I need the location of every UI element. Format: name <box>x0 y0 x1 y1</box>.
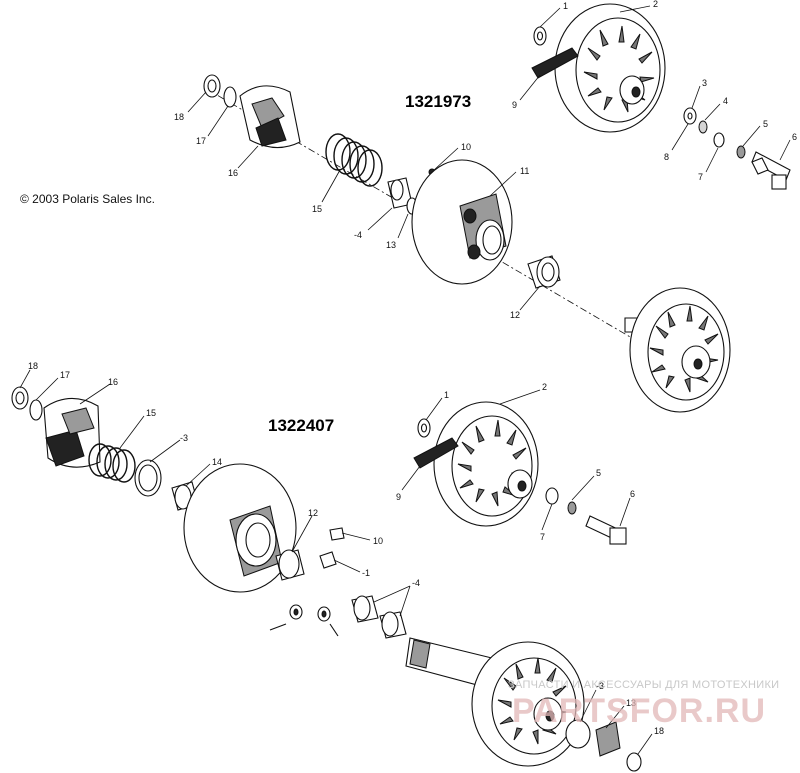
part-ring-17 <box>223 86 237 108</box>
callout-bot-1: 1 <box>444 390 449 400</box>
callout-bot-7: 7 <box>540 532 545 542</box>
callout-top-18: 18 <box>174 112 184 122</box>
part-nut-5 <box>736 145 746 159</box>
callout-bot-3a: -3 <box>180 433 188 443</box>
watermark-brand: PARTSFOR.RU <box>512 692 766 730</box>
callout-top-16: 16 <box>228 168 238 178</box>
callout-top-15: 15 <box>312 204 322 214</box>
callout-bot-6: 6 <box>630 489 635 499</box>
copyright-notice: © 2003 Polaris Sales Inc. <box>20 192 155 206</box>
part-clip-18c <box>626 752 642 772</box>
part-sheave-11 <box>411 159 513 285</box>
callout-top-9: 9 <box>512 100 517 110</box>
part-spring-15b <box>88 443 136 483</box>
part-washer-7 <box>713 132 725 148</box>
part-washer-4 <box>698 120 708 134</box>
callout-bot-12: 12 <box>308 508 318 518</box>
part-ring-17b <box>29 399 43 421</box>
callout-bot-13: 13 <box>626 698 636 708</box>
callout-bot-17: 17 <box>60 370 70 380</box>
callout-bot-1a: -1 <box>362 568 370 578</box>
callout-top-13: 13 <box>386 240 396 250</box>
part-bushing-4b <box>351 595 407 639</box>
part-fixed-sheave-b <box>471 641 585 767</box>
part-washer-7b <box>545 487 559 505</box>
callout-bot-3b: -3 <box>596 681 604 691</box>
callout-bot-16: 16 <box>108 377 118 387</box>
callout-top-10: 10 <box>461 142 471 152</box>
callout-top-1: 1 <box>563 1 568 11</box>
callout-bot-2: 2 <box>542 382 547 392</box>
callout-top-5: 5 <box>763 119 768 129</box>
part-spider-16b <box>43 397 101 468</box>
top-assembly: 1 2 3 4 5 6 7 8 9 10 11 12 13 -4 15 16 1… <box>20 0 797 413</box>
part-ring-3c <box>565 719 591 749</box>
part-retainer-13 <box>595 721 621 757</box>
callout-top-2: 2 <box>653 0 658 9</box>
part-bolt-6b <box>585 515 627 545</box>
part-nut-5b <box>567 501 577 515</box>
callout-top-4: 4 <box>723 96 728 106</box>
part-bushing-4 <box>387 177 413 209</box>
callout-bot-14: 14 <box>212 457 222 467</box>
watermark: ЗАПЧАСТИ И АКСЕССУАРЫ ДЛЯ МОТОТЕХНИКИ PA… <box>508 679 779 730</box>
callout-bot-18b: 18 <box>654 726 664 736</box>
callout-top-12: 12 <box>510 310 520 320</box>
part-spring-15 <box>325 133 383 187</box>
part-sheave-2 <box>554 3 666 133</box>
callout-bot-5: 5 <box>596 468 601 478</box>
callout-top-3: 3 <box>702 78 707 88</box>
part-bolt-6 <box>751 151 791 190</box>
part-shaft <box>405 637 501 691</box>
callout-top-6: 6 <box>792 132 797 142</box>
part-weight-9b <box>413 437 459 469</box>
part-roller-1b <box>319 551 337 569</box>
callout-top-14: -4 <box>354 230 362 240</box>
watermark-tagline: ЗАПЧАСТИ И АКСЕССУАРЫ ДЛЯ МОТОТЕХНИКИ <box>508 679 779 691</box>
callout-bot-15: 15 <box>146 408 156 418</box>
assembly-number-top: 1321973 <box>405 92 471 111</box>
callout-top-8: 8 <box>664 152 669 162</box>
bottom-assembly: 18 17 16 15 -3 14 12 10 -1 1 2 5 6 7 9 -… <box>11 361 664 772</box>
part-weight-9 <box>531 47 579 79</box>
part-moveable-sheave-b <box>183 463 297 593</box>
callout-bot-9: 9 <box>396 492 401 502</box>
assembly-number-bottom: 1322407 <box>268 416 334 435</box>
part-pin-10b <box>329 527 345 541</box>
callout-top-7: 7 <box>698 172 703 182</box>
part-bushing-12 <box>527 255 561 289</box>
callout-bot-10: 10 <box>373 536 383 546</box>
callout-top-11: 11 <box>520 166 529 176</box>
callout-top-17: 17 <box>196 136 206 146</box>
callout-bot-18: 18 <box>28 361 38 371</box>
part-sheave-2b <box>433 401 539 527</box>
part-spider-16 <box>239 85 301 149</box>
part-fixed-sheave <box>624 287 731 413</box>
part-bushing-12b <box>275 549 305 581</box>
callout-bot-4: -4 <box>412 578 420 588</box>
